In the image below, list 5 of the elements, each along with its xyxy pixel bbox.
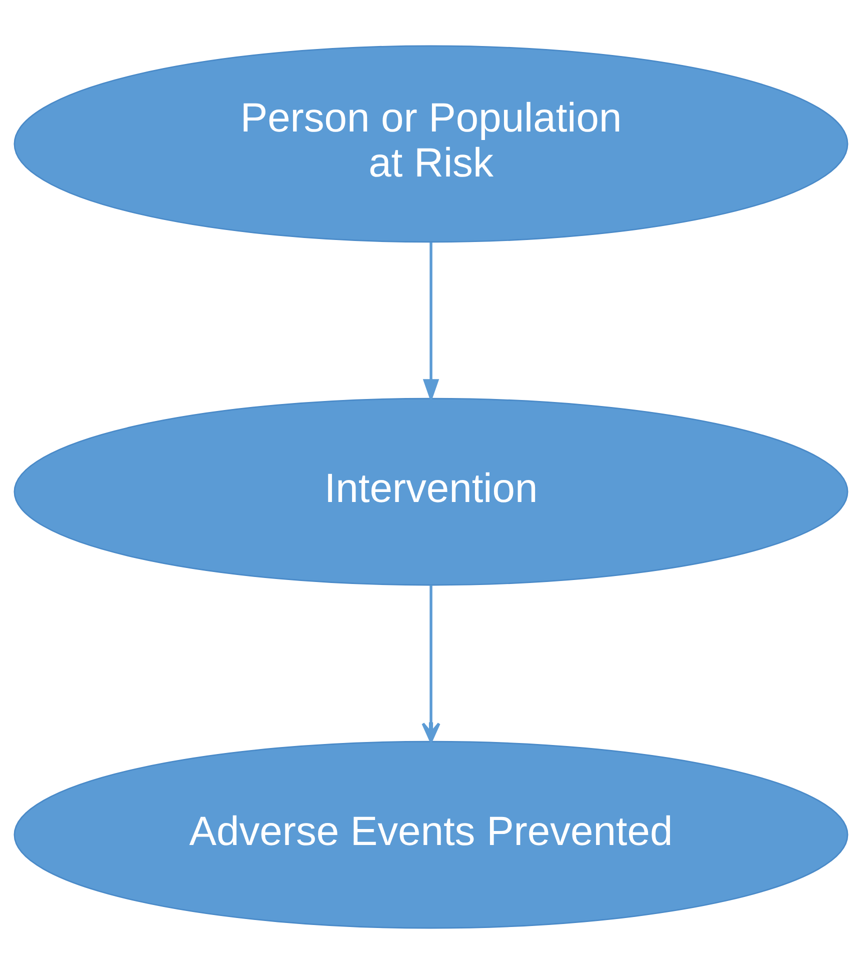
node-ellipse: Adverse Events Prevented — [13, 740, 848, 928]
arrow — [422, 242, 439, 402]
node-ellipse: Person or Population at Risk — [13, 44, 848, 242]
arrow — [421, 584, 440, 742]
node-ellipse: Intervention — [13, 397, 848, 586]
